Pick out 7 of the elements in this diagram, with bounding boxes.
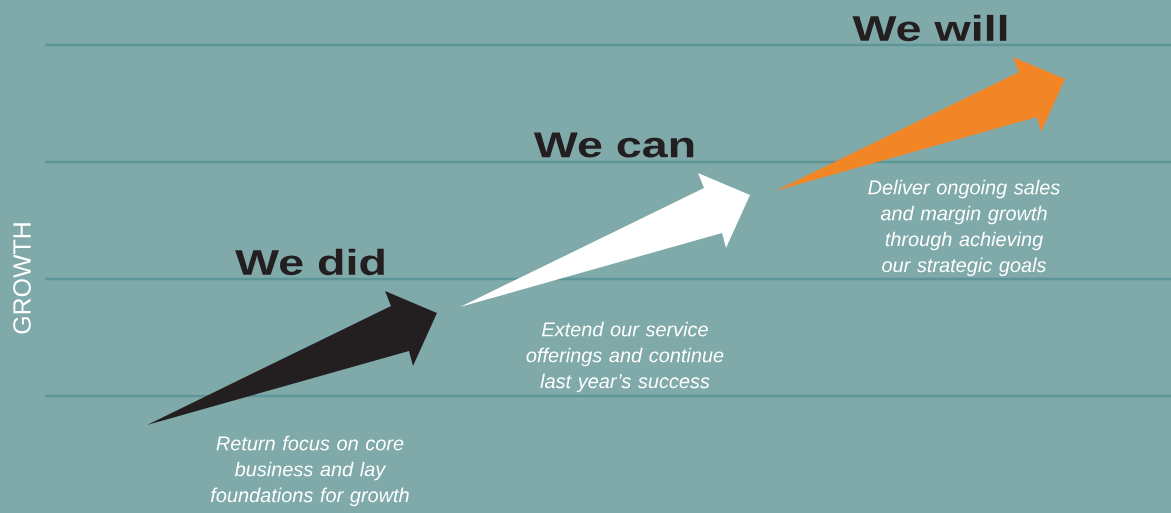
stage-heading: We did <box>235 248 384 276</box>
stage-heading: We can <box>533 132 694 158</box>
axis-label: GROWTH <box>13 223 31 334</box>
stage-description: Return focus on core business and lay foundations for growth <box>211 435 409 507</box>
stage-description: Deliver ongoing sales and margin growth through achieving our strategic goals <box>868 179 1060 277</box>
stage-description: Extend our service offerings and continue last year’s success <box>526 321 724 393</box>
stage-heading: We will <box>852 14 1007 42</box>
